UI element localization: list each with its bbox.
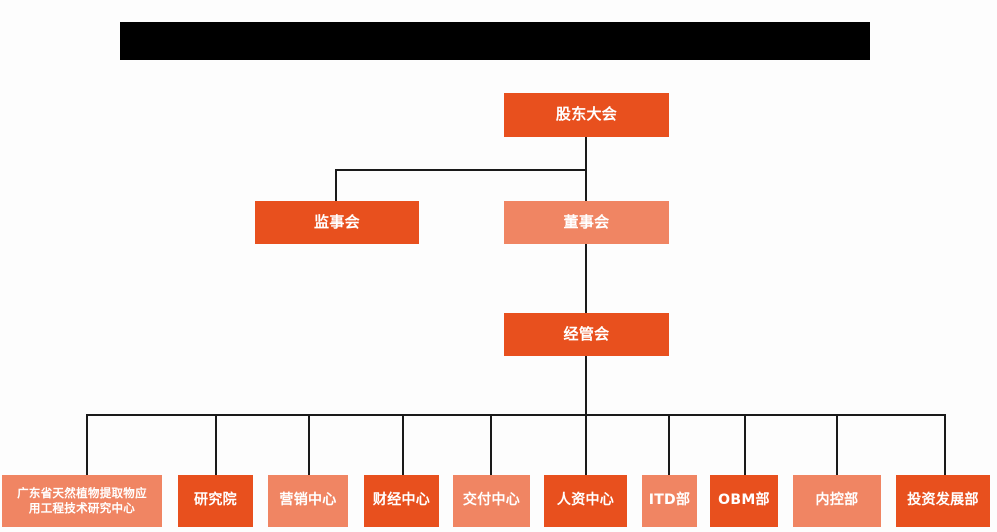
node-finance-center-label: 财经中心 [372, 492, 431, 509]
connector-shareholders-down [585, 137, 587, 171]
node-investment-development-dept[interactable]: 投资发展部 [896, 475, 990, 527]
node-management[interactable]: 经管会 [504, 313, 669, 356]
node-hr-center[interactable]: 人资中心 [544, 475, 627, 527]
node-internal-control-dept[interactable]: 内控部 [793, 475, 881, 527]
connector-level2-bus [335, 169, 587, 171]
node-itd-dept-label: ITD部 [648, 492, 691, 509]
node-finance-center[interactable]: 财经中心 [364, 475, 439, 527]
connector-to-marketing-center [308, 414, 310, 475]
node-obm-dept[interactable]: OBM部 [710, 475, 778, 527]
connector-to-finance-center [402, 414, 404, 475]
connector-to-itd-dept [668, 414, 670, 475]
node-obm-dept-label: OBM部 [718, 492, 770, 509]
node-management-label: 经管会 [563, 324, 610, 343]
connector-directors-to-management [585, 243, 587, 313]
node-shareholders-label: 股东大会 [555, 105, 618, 124]
node-directors[interactable]: 董事会 [504, 201, 669, 244]
connector-to-institute [215, 414, 217, 475]
connector-to-supervisors [335, 169, 337, 202]
node-supervisors[interactable]: 监事会 [255, 201, 419, 244]
node-directors-label: 董事会 [563, 212, 610, 231]
connector-to-delivery-center [490, 414, 492, 475]
node-delivery-center-label: 交付中心 [462, 492, 521, 509]
node-internal-control-dept-label: 内控部 [815, 492, 859, 509]
node-research-center[interactable]: 广东省天然植物提取物应 用工程技术研究中心 [2, 475, 162, 527]
connector-to-obm-dept [744, 414, 746, 475]
node-marketing-center-label: 营销中心 [279, 492, 337, 509]
redacted-title-bar [120, 22, 870, 60]
node-investment-development-dept-label: 投资发展部 [907, 492, 979, 509]
node-institute-label: 研究院 [194, 492, 237, 509]
connector-to-research-center [86, 414, 88, 475]
connector-to-internal-control-dept [836, 414, 838, 475]
connector-management-down [585, 356, 587, 416]
connector-level4-bus [86, 414, 946, 416]
node-supervisors-label: 监事会 [314, 212, 360, 231]
node-delivery-center[interactable]: 交付中心 [453, 475, 530, 527]
node-research-center-label: 广东省天然植物提取物应 用工程技术研究中心 [17, 486, 147, 515]
node-itd-dept[interactable]: ITD部 [642, 475, 697, 527]
connector-to-investment-development-dept [944, 414, 946, 475]
connector-to-hr-center [585, 414, 587, 475]
node-hr-center-label: 人资中心 [556, 492, 615, 509]
node-shareholders[interactable]: 股东大会 [504, 93, 669, 137]
node-institute[interactable]: 研究院 [178, 475, 253, 527]
node-marketing-center[interactable]: 营销中心 [268, 475, 348, 527]
connector-to-directors [585, 169, 587, 202]
